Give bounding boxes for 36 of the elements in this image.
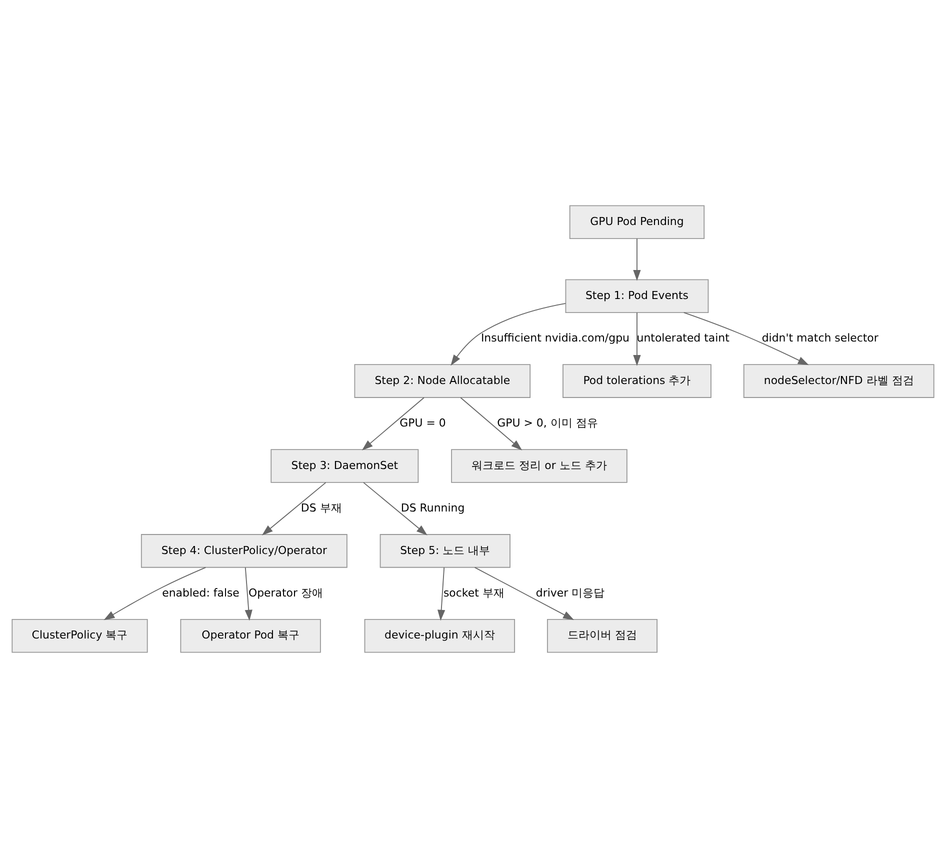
arrow bbox=[460, 396, 522, 450]
arrow bbox=[437, 566, 446, 620]
node-box: 드라이버 점검 bbox=[547, 618, 658, 652]
arrow bbox=[474, 566, 574, 620]
node-box: Step 3: DaemonSet bbox=[270, 448, 419, 482]
node-box: Step 5: 노드 내부 bbox=[380, 534, 510, 568]
edge-label: enabled: false bbox=[162, 586, 240, 599]
arrow bbox=[450, 302, 566, 366]
node-box: 워크로드 정리 or 노드 추가 bbox=[451, 448, 628, 482]
node-box: ClusterPolicy 복구 bbox=[12, 618, 148, 652]
arrow bbox=[362, 396, 424, 450]
node-box: Step 2: Node Allocatable bbox=[354, 364, 531, 398]
node-box: Operator Pod 복구 bbox=[180, 618, 321, 652]
node-box: nodeSelector/NFD 라벨 점검 bbox=[743, 364, 934, 398]
node-box: GPU Pod Pending bbox=[569, 204, 705, 238]
arrow bbox=[244, 566, 252, 620]
edge-label: GPU = 0 bbox=[400, 416, 446, 429]
edge-label: untolerated taint bbox=[636, 330, 730, 344]
edge-label: socket 부재 bbox=[443, 586, 504, 599]
edge-label: Operator 장애 bbox=[248, 586, 323, 599]
edge-label: driver 미응답 bbox=[536, 586, 605, 599]
arrow bbox=[633, 238, 641, 280]
node-box: Step 4: ClusterPolicy/Operator bbox=[140, 534, 348, 568]
arrow bbox=[104, 566, 206, 620]
edge-label: DS Running bbox=[400, 500, 465, 514]
node-box: Step 1: Pod Events bbox=[565, 278, 709, 312]
arrow bbox=[262, 482, 326, 535]
edge-label: GPU > 0, 이미 점유 bbox=[497, 416, 598, 429]
arrow bbox=[633, 312, 641, 366]
edge-label: DS 부재 bbox=[300, 500, 342, 514]
arrow bbox=[683, 312, 809, 365]
node-box: device-plugin 재시작 bbox=[364, 618, 516, 652]
node-box: Pod tolerations 추가 bbox=[562, 364, 712, 398]
edge-label: Insufficient nvidia.com/gpu bbox=[480, 330, 630, 344]
arrow bbox=[363, 482, 428, 535]
edge-label: didn't match selector bbox=[762, 330, 878, 344]
